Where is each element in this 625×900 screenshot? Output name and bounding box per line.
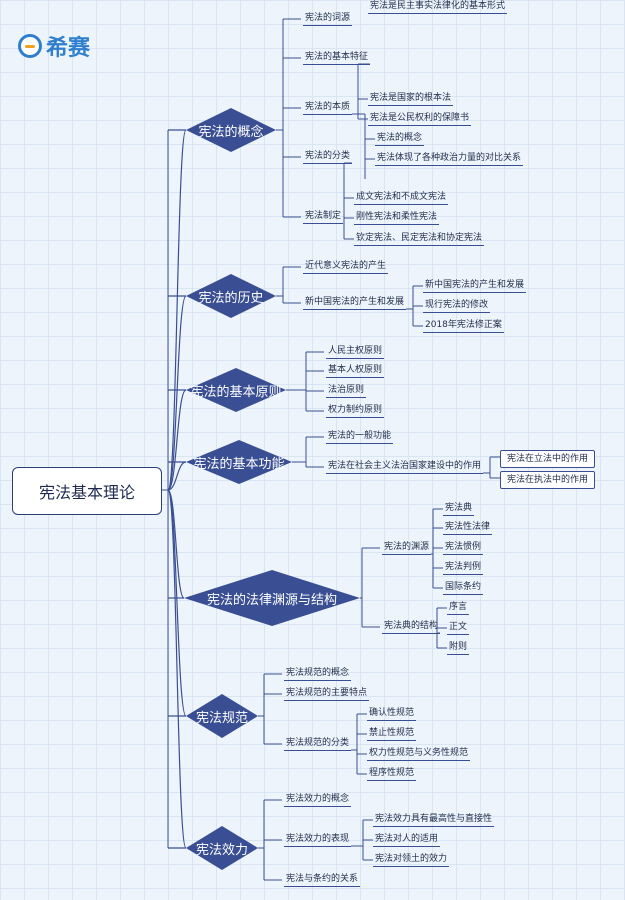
level2-node[interactable]: 宪法是民主事实法律化的基本形式 [368, 0, 508, 14]
level2-node[interactable]: 宪法惯例 [443, 541, 484, 555]
level1-node[interactable]: 宪法在社会主义法治国家建设中的作用 [326, 460, 484, 474]
level2-node[interactable]: 宪法是国家的根本法 [368, 92, 454, 106]
level1-node[interactable]: 宪法的分类 [303, 150, 353, 164]
level2-node[interactable]: 钦定宪法、民定宪法和协定宪法 [354, 232, 485, 246]
level1-node[interactable]: 人民主权原则 [326, 345, 385, 359]
level2-node[interactable]: 2018年宪法修正案 [423, 319, 504, 333]
level1-node[interactable]: 宪法的渊源 [382, 541, 432, 555]
level1-node[interactable]: 宪法效力的概念 [284, 793, 352, 807]
level2-node[interactable]: 宪法对人的适用 [373, 833, 441, 847]
branch-topic[interactable]: 宪法的法律渊源与结构 [184, 570, 360, 626]
level1-node[interactable]: 宪法的本质 [303, 101, 353, 115]
level1-node[interactable]: 宪法的一般功能 [326, 430, 394, 444]
level2-node[interactable]: 宪法性法律 [443, 521, 493, 535]
branch-connector [167, 295, 187, 491]
level2-node[interactable]: 序言 [447, 601, 470, 615]
branch-topic[interactable]: 宪法的历史 [186, 274, 276, 318]
level1-node[interactable]: 新中国宪法的产生和发展 [303, 296, 407, 310]
level1-node[interactable]: 宪法规范的分类 [284, 737, 352, 751]
level1-node[interactable]: 宪法规范的概念 [284, 667, 352, 681]
level2-node[interactable]: 宪法是公民权利的保障书 [368, 112, 472, 126]
level2-node[interactable]: 正文 [447, 621, 470, 635]
branch-topic[interactable]: 宪法的基本原则 [186, 368, 286, 412]
level2-node[interactable]: 宪法判例 [443, 561, 484, 575]
level2-node[interactable]: 宪法在立法中的作用 [500, 450, 596, 468]
level1-node[interactable]: 权力制约原则 [326, 404, 385, 418]
branch-label: 宪法的基本原则 [190, 384, 282, 400]
branch-topic[interactable]: 宪法规范 [186, 694, 258, 738]
branch-label: 宪法的法律渊源与结构 [206, 592, 337, 608]
logo-mark-icon [18, 34, 42, 58]
root-topic[interactable]: 宪法基本理论 [12, 467, 162, 515]
level2-node[interactable]: 刚性宪法和柔性宪法 [354, 211, 440, 225]
level2-node[interactable]: 国际条约 [443, 581, 484, 595]
level2-node[interactable]: 宪法的概念 [375, 132, 425, 146]
level1-node[interactable]: 宪法的词源 [303, 12, 353, 26]
level1-node[interactable]: 近代意义宪法的产生 [303, 260, 389, 274]
level2-node[interactable]: 宪法效力具有最高性与直接性 [373, 813, 495, 827]
level2-node[interactable]: 宪法典 [443, 502, 475, 516]
level1-node[interactable]: 宪法制定 [303, 210, 344, 224]
level2-node[interactable]: 宪法对领土的效力 [373, 853, 450, 867]
level1-node[interactable]: 法治原则 [326, 384, 367, 398]
branch-topic[interactable]: 宪法效力 [186, 826, 258, 870]
level2-node[interactable]: 新中国宪法的产生和发展 [423, 279, 527, 293]
branch-topic[interactable]: 宪法的基本功能 [186, 440, 292, 484]
branch-connector [167, 389, 187, 491]
level2-node[interactable]: 宪法在执法中的作用 [500, 471, 596, 489]
branch-label: 宪法规范 [195, 710, 248, 726]
level1-node[interactable]: 宪法规范的主要特点 [284, 687, 370, 701]
xisai-logo: 希赛 [18, 30, 90, 62]
branch-label: 宪法效力 [195, 842, 248, 858]
branch-connector [167, 461, 187, 491]
level1-node[interactable]: 宪法的基本特征 [303, 51, 371, 65]
branch-connector [167, 489, 187, 717]
level1-node[interactable]: 基本人权原则 [326, 364, 385, 378]
logo-text: 希赛 [46, 36, 91, 61]
branch-label: 宪法的历史 [198, 290, 264, 306]
level2-node[interactable]: 附则 [447, 641, 470, 655]
branch-connector [167, 489, 187, 849]
level2-node[interactable]: 程序性规范 [367, 767, 417, 781]
branch-topic[interactable]: 宪法的概念 [186, 108, 276, 152]
level2-node[interactable]: 确认性规范 [367, 707, 417, 721]
level1-node[interactable]: 宪法与条约的关系 [284, 873, 361, 887]
level1-node[interactable]: 宪法典的结构 [382, 620, 441, 634]
branch-connector [167, 129, 187, 491]
level2-node[interactable]: 宪法体现了各种政治力量的对比关系 [375, 152, 524, 166]
level2-node[interactable]: 现行宪法的修改 [423, 299, 491, 313]
branch-label: 宪法的基本功能 [193, 456, 285, 472]
level2-node[interactable]: 禁止性规范 [367, 727, 417, 741]
branch-label: 宪法的概念 [198, 124, 264, 140]
level2-node[interactable]: 成文宪法和不成文宪法 [354, 191, 449, 205]
level1-node[interactable]: 宪法效力的表现 [284, 833, 352, 847]
level2-node[interactable]: 权力性规范与义务性规范 [367, 747, 471, 761]
